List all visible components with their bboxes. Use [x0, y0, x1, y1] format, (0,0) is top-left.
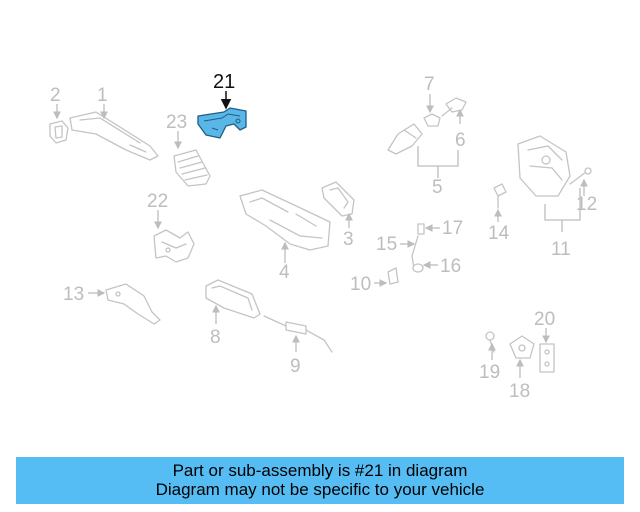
part-19-bolt[interactable] — [485, 331, 495, 353]
callout-15[interactable]: 15 — [376, 234, 397, 255]
part-16-clip[interactable] — [412, 263, 424, 273]
callout-18[interactable]: 18 — [509, 381, 530, 402]
part-1-outside-handle[interactable] — [69, 111, 159, 161]
callout-2[interactable]: 2 — [50, 85, 61, 106]
callout-16[interactable]: 16 — [440, 256, 461, 277]
part-7-clip[interactable] — [423, 113, 441, 127]
callout-6[interactable]: 6 — [455, 130, 466, 151]
callout-3[interactable]: 3 — [343, 229, 354, 250]
callout-10[interactable]: 10 — [350, 274, 371, 295]
callout-4[interactable]: 4 — [279, 262, 290, 283]
callout-23[interactable]: 23 — [166, 112, 187, 133]
part-21-bracket[interactable] — [197, 107, 247, 139]
callout-17[interactable]: 17 — [442, 218, 463, 239]
part-18-striker[interactable] — [509, 335, 535, 359]
banner-line-2: Diagram may not be specific to your vehi… — [155, 480, 485, 499]
part-3-bezel[interactable] — [321, 181, 355, 217]
part-5-lock-cylinder[interactable] — [387, 123, 423, 155]
leader-5-bracket — [417, 146, 459, 167]
part-11-latch[interactable] — [517, 135, 571, 197]
callout-7[interactable]: 7 — [424, 74, 435, 95]
part-20-plate[interactable] — [539, 343, 555, 373]
part-2-escutcheon[interactable] — [49, 120, 69, 144]
callout-9[interactable]: 9 — [290, 356, 301, 377]
part-17-clip[interactable] — [417, 223, 425, 235]
part-12-screw[interactable] — [569, 167, 592, 185]
callout-21[interactable]: 21 — [213, 71, 235, 93]
callout-8[interactable]: 8 — [210, 327, 221, 348]
callout-22[interactable]: 22 — [147, 191, 168, 212]
part-4-inside-handle[interactable] — [239, 189, 331, 251]
callout-12[interactable]: 12 — [576, 194, 597, 215]
part-8-inner-handle[interactable] — [205, 279, 261, 319]
part-10-clip[interactable] — [387, 267, 399, 285]
banner-line-1: Part or sub-assembly is #21 in diagram — [172, 461, 468, 480]
callout-13[interactable]: 13 — [63, 284, 84, 305]
callout-1[interactable]: 1 — [97, 85, 108, 106]
callout-5[interactable]: 5 — [432, 177, 443, 198]
callout-14[interactable]: 14 — [488, 223, 510, 244]
part-13-lever[interactable] — [105, 283, 161, 325]
info-banner: Part or sub-assembly is #21 in diagram D… — [16, 457, 624, 504]
callout-20[interactable]: 20 — [534, 309, 555, 330]
parts-diagram: 2 1 21 23 22 4 — [49, 71, 597, 402]
part-9-cable[interactable] — [263, 315, 333, 353]
part-22-bracket[interactable] — [153, 229, 195, 263]
part-15-rod[interactable] — [411, 235, 419, 269]
part-14-bolt[interactable] — [493, 183, 507, 209]
callout-11[interactable]: 11 — [551, 239, 571, 260]
part-6-key[interactable] — [441, 97, 467, 117]
part-23-boot[interactable] — [173, 149, 211, 187]
callout-19[interactable]: 19 — [479, 362, 500, 383]
